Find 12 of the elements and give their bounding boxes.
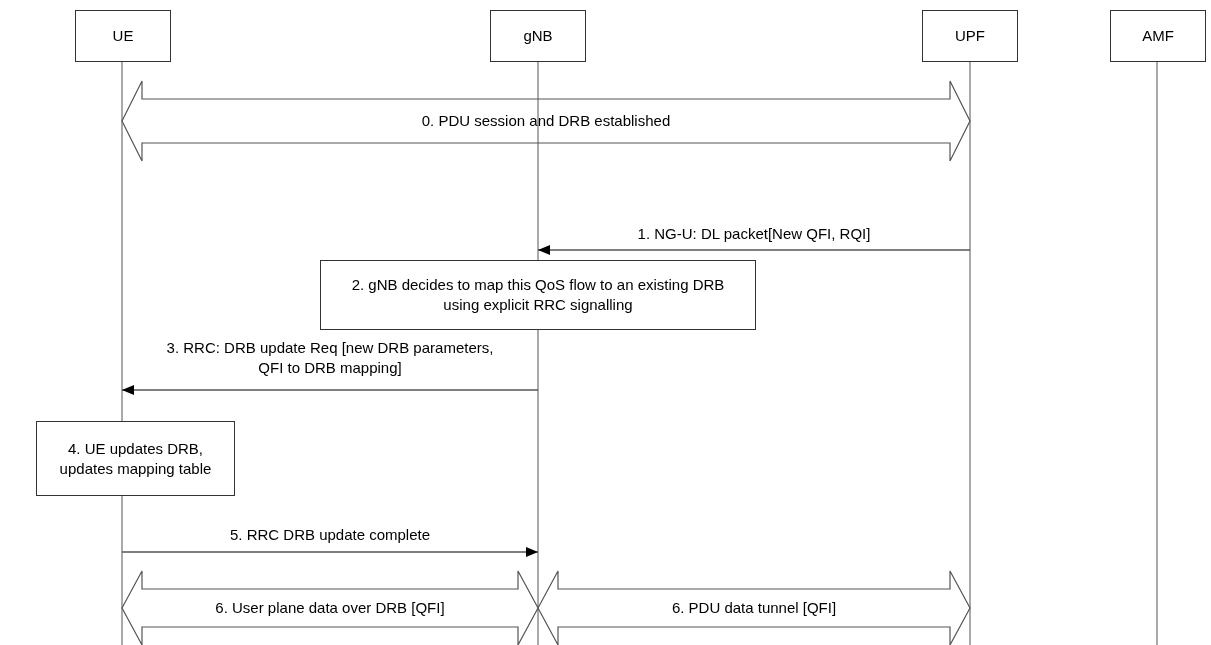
edge-label: 5. RRC DRB update complete — [228, 525, 432, 545]
participant-box: UE — [75, 10, 171, 62]
arrow — [121, 547, 539, 557]
process-box: 2. gNB decides to map this QoS flow to an existing DRB using explicit RRC signalling — [320, 260, 756, 330]
participant-box: AMF — [1110, 10, 1206, 62]
edge-label: 1. NG-U: DL packet[New QFI, RQI] — [636, 224, 872, 244]
arrow — [121, 385, 539, 395]
edge-label: 3. RRC: DRB update Req [new DRB parameters, QFI to DRB mapping] — [165, 338, 495, 378]
participant-box: gNB — [490, 10, 586, 62]
participant-box: UPF — [922, 10, 1018, 62]
process-box: 4. UE updates DRB, updates mapping table — [36, 421, 235, 496]
arrow — [537, 245, 971, 255]
